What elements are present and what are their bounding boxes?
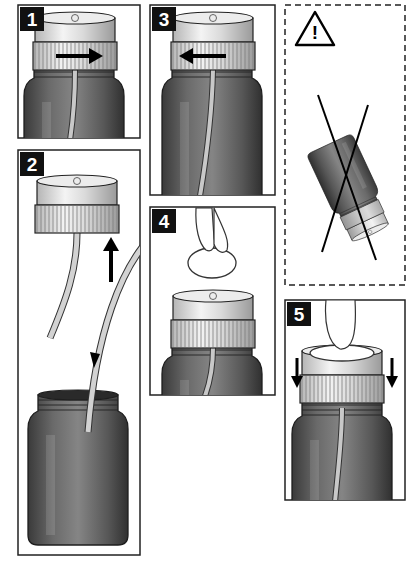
tube [335,408,342,500]
hand [196,208,215,251]
warning-triangle [296,12,334,45]
step-number: 1 [27,10,38,29]
tube [205,348,213,395]
panel-frame [18,150,140,555]
bottle-illustration [171,12,255,70]
turn-arrow [56,54,92,58]
lift-arrow [103,237,119,251]
warning-triangle [296,12,334,45]
tube [88,238,140,432]
press-arrow [391,358,394,378]
step-number: 2 [27,155,38,174]
tube [50,233,77,338]
lift-arrow [103,237,119,282]
bottle-illustration [162,62,262,195]
tube [88,238,140,432]
press-arrow [296,358,299,378]
turn-arrow [190,54,226,58]
tube [200,70,213,195]
lift-arrow [109,248,113,282]
step-number: 4 [159,212,170,231]
turn-arrow [179,48,193,64]
step-badge: 5 [287,302,311,326]
press-arrow [386,376,398,388]
bottle-illustration [162,12,262,195]
tube [70,70,75,138]
tube [70,70,75,138]
bottle-illustration [24,62,124,138]
step-number: 3 [159,10,170,29]
filter-disc [188,248,236,278]
tube [335,408,342,500]
bottle-illustration [291,300,398,500]
prohibition-cross [322,105,368,252]
hand [326,300,356,349]
bottle-illustration [171,290,255,348]
prohibition-cross [318,95,376,260]
warning-frame [285,5,405,285]
direction-arrow [90,352,100,368]
bottle-illustration [162,208,262,395]
step-number: 5 [294,305,305,324]
bottle-illustration [33,12,117,70]
hand [214,208,228,252]
tube [50,233,77,338]
step-badge: 1 [20,7,44,31]
hand [196,208,228,252]
tube [205,348,213,395]
tilted-bottle [340,199,390,243]
bottle-illustration [28,390,128,545]
bottle-illustration [28,175,140,545]
panel-frame [18,5,405,555]
turn-arrow [56,48,103,64]
bottle-illustration [300,345,384,403]
tube [200,70,213,195]
warning-mark: ! [305,23,325,42]
prohibition-cross [318,95,376,260]
step-badge: 4 [152,209,176,233]
step-badge: 3 [152,7,176,31]
press-arrow [291,358,398,388]
hand [326,300,356,349]
turn-arrow [179,48,226,64]
bottle-illustration [292,400,392,500]
bottle-illustration [35,175,119,233]
turn-arrow [89,48,103,64]
press-arrow [291,376,303,388]
step-badge: 2 [20,152,44,176]
